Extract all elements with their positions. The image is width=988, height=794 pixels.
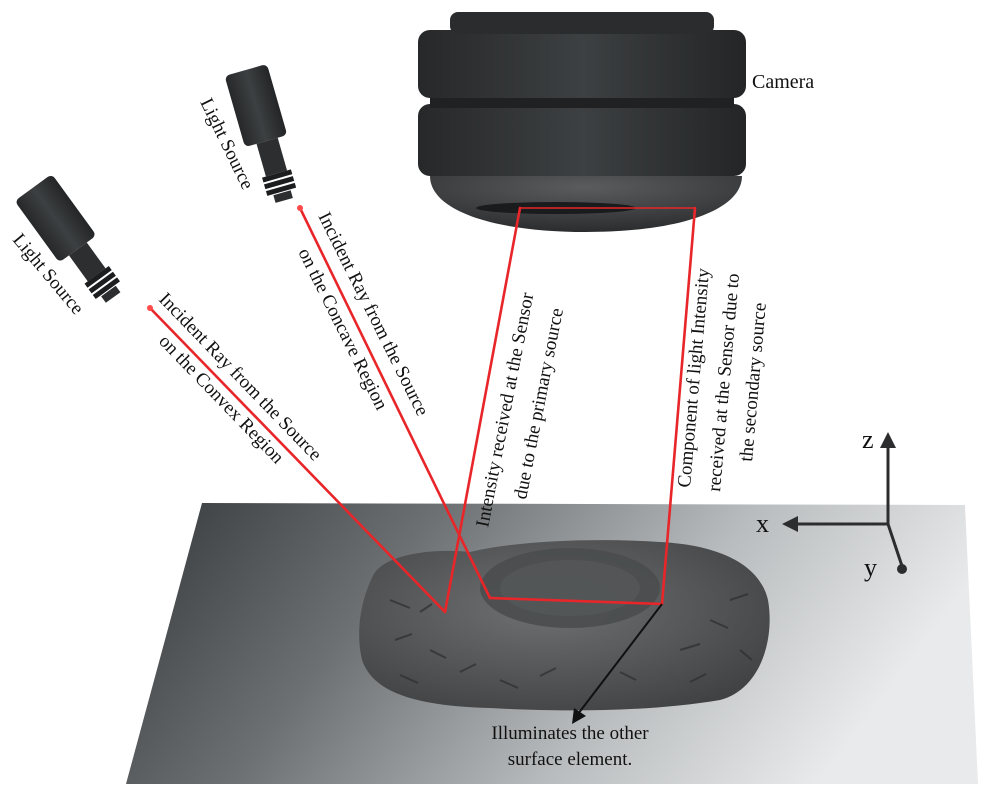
axis-y-label: y [864,553,877,582]
light-source-upper [225,65,297,203]
camera-label: Camera [752,71,814,93]
illuminates-label-line2: surface element. [508,749,632,770]
illuminates-arrow [572,603,663,724]
cuneiform-tablet [359,540,770,711]
axis-z-label: z [862,425,874,454]
axis-x-label: x [756,509,769,538]
ray-secondary-to-sensor [660,206,697,606]
secondary-intensity-label-line3: the secondary source [736,302,771,463]
light-emitter-left-spot [147,305,153,311]
ray-convex-label-line1: Incident Ray from the Source [154,289,325,465]
camera-device [418,12,746,232]
coordinate-axes [782,432,907,574]
ray-convex-incident [148,306,447,614]
light-source-left [16,175,121,303]
light-emitter-upper-spot [297,205,303,211]
ray-surface-reflection [488,596,664,606]
ray-concave-incident [298,206,492,600]
illuminates-label-line1: Illuminates the other [491,723,649,744]
ray-primary-to-sensor [443,206,522,614]
